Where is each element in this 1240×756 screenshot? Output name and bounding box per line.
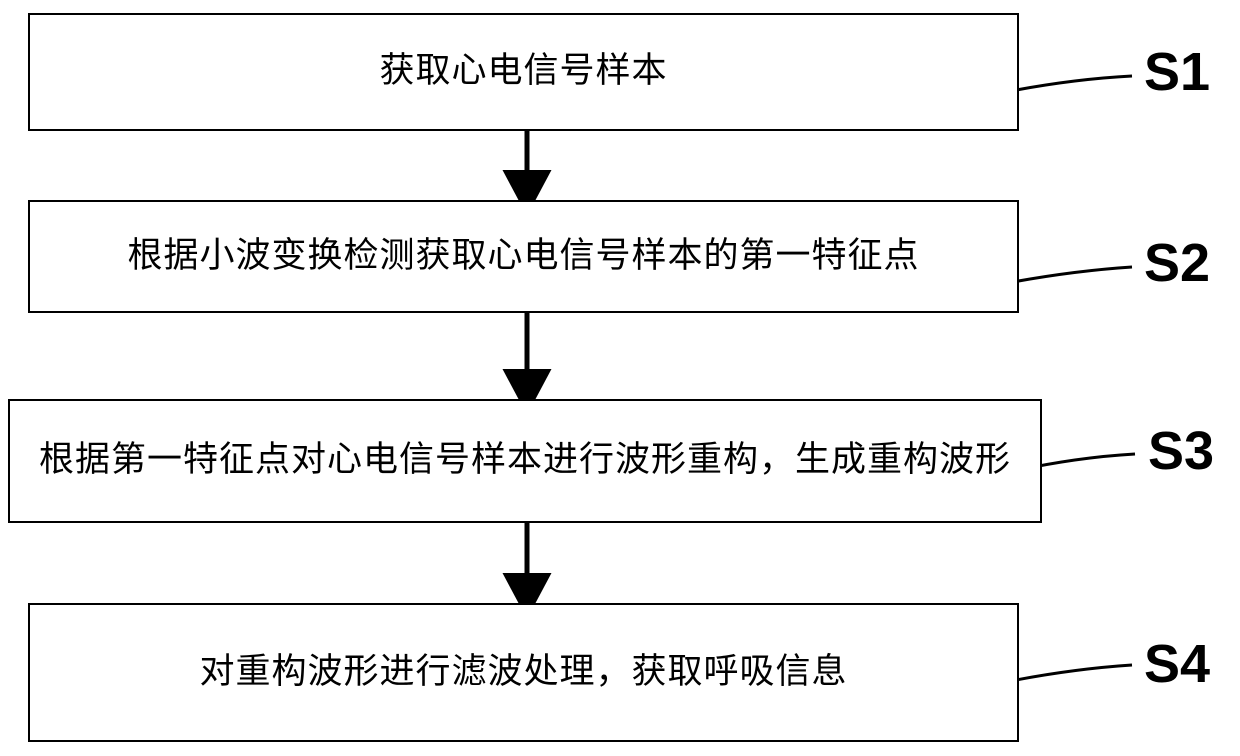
step-label-s1: S1 xyxy=(1144,42,1211,102)
flow-box-s3[interactable]: 根据第一特征点对心电信号样本进行波形重构，生成重构波形 xyxy=(8,399,1042,523)
flow-box-s1[interactable]: 获取心电信号样本 xyxy=(28,13,1019,131)
flow-box-s4[interactable]: 对重构波形进行滤波处理，获取呼吸信息 xyxy=(28,603,1019,742)
step-label-s2: S2 xyxy=(1144,233,1211,293)
step-label-s4: S4 xyxy=(1144,634,1211,694)
flow-box-s4-text: 对重构波形进行滤波处理，获取呼吸信息 xyxy=(199,651,848,692)
flow-box-s2-text: 根据小波变换检测获取心电信号样本的第一特征点 xyxy=(127,235,920,276)
flow-box-s2[interactable]: 根据小波变换检测获取心电信号样本的第一特征点 xyxy=(28,200,1019,313)
step-label-s3: S3 xyxy=(1148,421,1215,481)
flow-box-s3-text: 根据第一特征点对心电信号样本进行波形重构，生成重构波形 xyxy=(38,440,1011,481)
flow-box-s1-text: 获取心电信号样本 xyxy=(379,51,668,92)
